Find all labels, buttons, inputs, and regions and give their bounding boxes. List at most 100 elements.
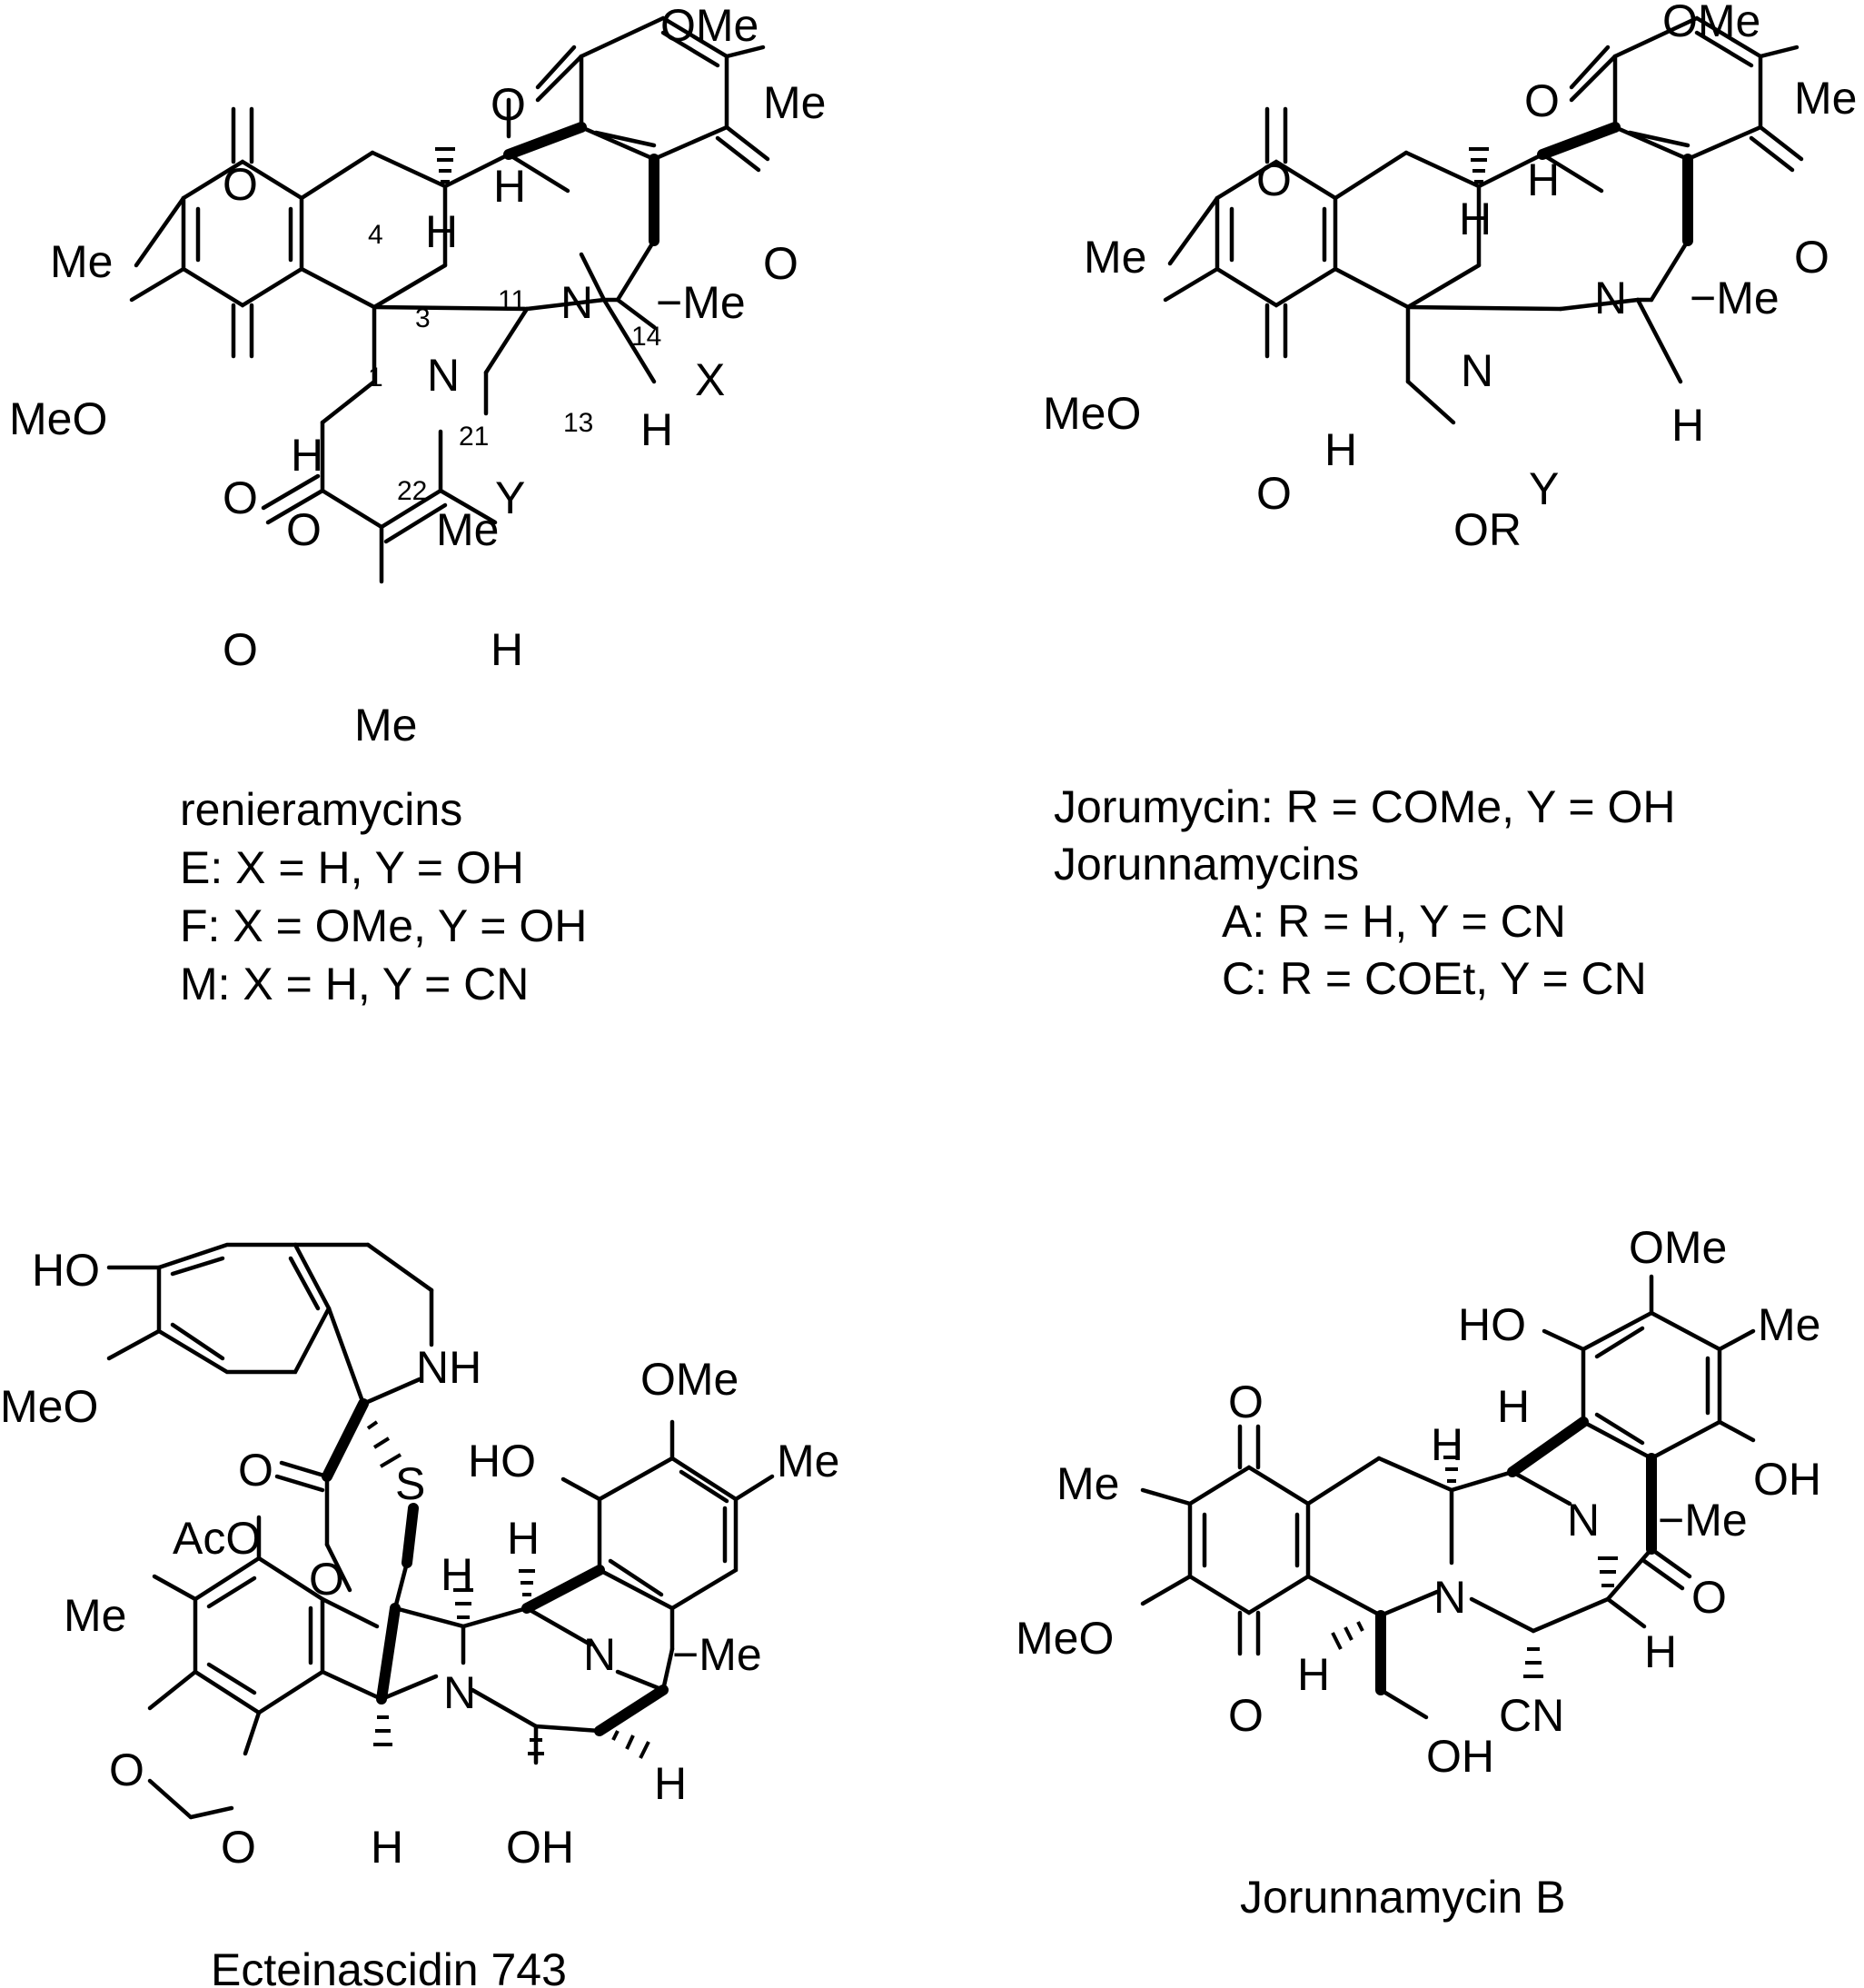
jorumycin-h1: H — [1324, 424, 1357, 475]
renieramycins-n-bridge: N — [560, 277, 593, 328]
jorunnamycin-b-oh-bottom: OH — [1426, 1731, 1494, 1782]
ecteinascidin-o-carbonyl: O — [238, 1445, 273, 1496]
jorunnamycin-b-ome: OMe — [1629, 1222, 1727, 1273]
renieramycins-locant-3: 3 — [415, 303, 431, 333]
jorunnamycin-b-structure: OMe HO Me O H H OH Me N −Me O MeO N H H … — [1016, 1222, 1821, 1923]
ecteinascidin-o-diox-bottom: O — [221, 1822, 256, 1873]
renieramycins-caption-e: E: X = H, Y = OH — [180, 842, 524, 893]
jorunnamycin-b-h-d: H — [1644, 1626, 1677, 1677]
jorumycin-h11: H — [1527, 154, 1560, 205]
ecteinascidin-h-b: H — [441, 1549, 473, 1600]
jorumycin-me-top: Me — [1794, 73, 1857, 124]
renieramycins-locant-21: 21 — [459, 422, 489, 452]
renieramycins-locant-1: 1 — [368, 363, 383, 393]
renieramycins-h-vinyl: H — [491, 624, 523, 675]
jorumycin-me-n: −Me — [1690, 273, 1780, 323]
renieramycins-caption-title: renieramycins — [180, 784, 462, 835]
ecteinascidin-structure: HO MeO NH O S AcO O OMe HO Me Me H H N −… — [0, 1242, 839, 1988]
renieramycins-me-top: Me — [763, 77, 826, 128]
renieramycins-o-c: O — [763, 238, 798, 289]
jorumycin-ome-top: OMe — [1662, 0, 1760, 46]
renieramycins-n-main: N — [427, 350, 460, 401]
renieramycins-locant-13: 13 — [563, 408, 593, 438]
renieramycins-y: Y — [495, 472, 525, 523]
jorunnamycin-b-caption: Jorunnamycin B — [1240, 1872, 1566, 1923]
jorunnamycin-b-me-n: −Me — [1658, 1495, 1748, 1546]
jorumycin-y: Y — [1529, 463, 1559, 514]
renieramycins-o-carbonyl: O — [223, 624, 258, 675]
renieramycins-locant-14: 14 — [631, 322, 661, 352]
ecteinascidin-caption: Ecteinascidin 743 — [211, 1944, 567, 1988]
renieramycins-me-ester-bottom: Me — [354, 700, 417, 750]
jorumycin-h13: H — [1671, 400, 1704, 451]
jorumycin-caption-jorumycin: Jorumycin: R = COMe, Y = OH — [1054, 781, 1675, 832]
jorunnamycin-b-h-a: H — [1497, 1381, 1530, 1432]
renieramycins-locant-11: 11 — [498, 285, 526, 315]
ecteinascidin-me-left: Me — [64, 1590, 126, 1641]
renieramycins-caption-m: M: X = H, Y = CN — [180, 959, 529, 1009]
jorunnamycin-b-o-ketone: O — [1691, 1572, 1727, 1623]
renieramycins-h1: H — [291, 430, 323, 481]
renieramycins-ome-top: OMe — [660, 0, 758, 51]
ecteinascidin-me-n: −Me — [672, 1629, 762, 1680]
ecteinascidin-meo-left: MeO — [0, 1381, 98, 1432]
jorumycin-caption-a: A: R = H, Y = CN — [1222, 896, 1566, 947]
renieramycins-me-ester-top: Me — [436, 504, 499, 555]
renieramycins-x: X — [695, 354, 725, 405]
renieramycins-me-n: −Me — [656, 277, 746, 328]
renieramycins-caption-f: F: X = OMe, Y = OH — [180, 900, 587, 951]
ecteinascidin-ome: OMe — [640, 1354, 739, 1405]
renieramycins-o-b: O — [223, 159, 258, 210]
renieramycins-locant-4: 4 — [368, 220, 383, 250]
ecteinascidin-n-main: N — [443, 1667, 476, 1718]
jorunnamycin-b-oh-right: OH — [1753, 1454, 1821, 1505]
ecteinascidin-ho-top: HO — [32, 1245, 100, 1296]
jorunnamycin-b-me-right: Me — [1758, 1299, 1820, 1350]
ecteinascidin-aco: AcO — [173, 1513, 261, 1564]
jorumycin-me-left: Me — [1084, 232, 1146, 283]
jorunnamycin-b-ho: HO — [1458, 1299, 1526, 1350]
jorunnamycin-b-h-c: H — [1297, 1649, 1330, 1700]
ecteinascidin-o-ester: O — [309, 1554, 344, 1605]
renieramycins-h11: H — [493, 161, 526, 212]
ecteinascidin-s: S — [395, 1458, 425, 1509]
jorumycin-o-b: O — [1256, 154, 1292, 205]
ecteinascidin-n-bridge: N — [583, 1629, 616, 1680]
jorunnamycin-b-o-b: O — [1228, 1690, 1264, 1741]
renieramycins-h3: H — [425, 206, 458, 257]
jorunnamycin-b-n-main: N — [1433, 1572, 1466, 1623]
ecteinascidin-oh: OH — [506, 1822, 574, 1873]
ecteinascidin-o-diox-top: O — [109, 1744, 144, 1795]
jorumycin-h3: H — [1459, 194, 1492, 244]
renieramycins-o-ester: O — [286, 504, 322, 555]
ecteinascidin-h-d: H — [654, 1758, 687, 1809]
jorunnamycin-b-h-b: H — [1431, 1419, 1463, 1470]
jorumycin-meo-left: MeO — [1043, 388, 1141, 439]
jorunnamycin-b-o-a: O — [1228, 1377, 1264, 1427]
ecteinascidin-h-a: H — [507, 1513, 540, 1564]
ecteinascidin-me-right: Me — [777, 1436, 839, 1486]
renieramycins-structure: OMe Me O O O Me MeO O H H N −Me N H H X … — [9, 0, 826, 1009]
jorumycin-o-c: O — [1794, 232, 1829, 283]
jorumycin-n-bridge: N — [1594, 273, 1627, 323]
jorumycin-o-d: O — [1256, 468, 1292, 519]
renieramycins-h13: H — [640, 404, 673, 455]
jorumycin-n-main: N — [1461, 345, 1493, 396]
renieramycins-o-a: O — [491, 79, 526, 130]
jorunnamycin-b-me-left: Me — [1056, 1458, 1119, 1509]
jorumycin-caption-jorunnamycins: Jorunnamycins — [1054, 839, 1359, 890]
ecteinascidin-ho-ring: HO — [468, 1436, 536, 1486]
jorumycin-structure: OMe Me O O O Me MeO O H H N −Me N H H Y … — [1043, 0, 1857, 1004]
jorumycin-caption-c: C: R = COEt, Y = CN — [1222, 953, 1647, 1004]
ecteinascidin-h-c: H — [371, 1822, 403, 1873]
jorunnamycin-b-n-bridge: N — [1567, 1495, 1600, 1546]
jorunnamycin-b-meo-left: MeO — [1016, 1613, 1114, 1664]
renieramycins-o-d: O — [223, 472, 258, 523]
jorumycin-o-a: O — [1524, 75, 1560, 126]
jorumycin-or: OR — [1453, 504, 1522, 555]
ecteinascidin-nh: NH — [416, 1342, 481, 1393]
renieramycins-locant-22: 22 — [397, 476, 427, 506]
renieramycins-me-left: Me — [50, 236, 113, 287]
jorunnamycin-b-cn: CN — [1499, 1690, 1564, 1741]
